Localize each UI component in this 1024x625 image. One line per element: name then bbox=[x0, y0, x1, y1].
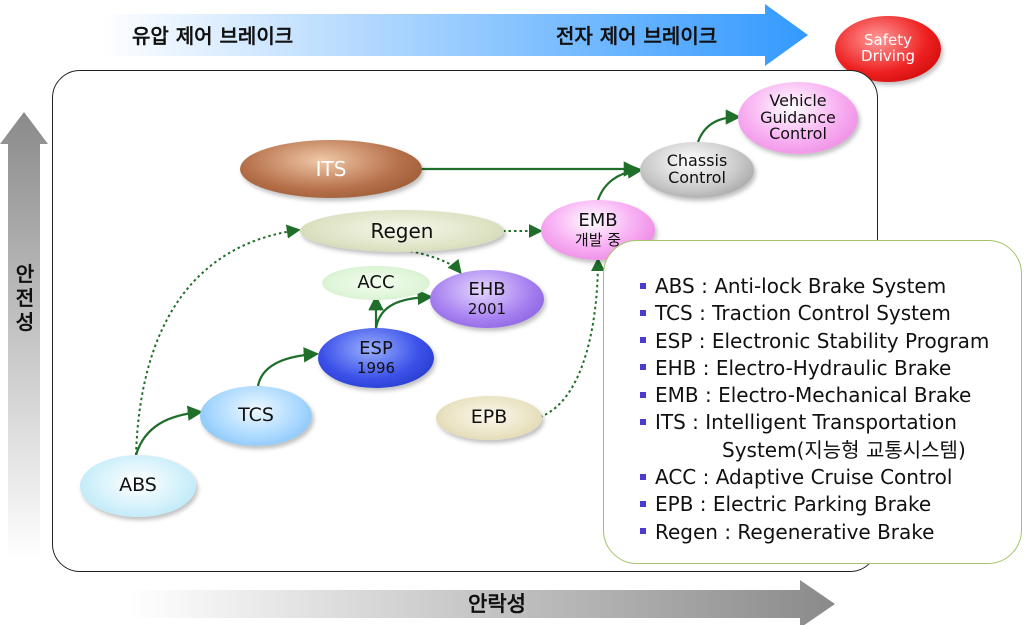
legend-item: TCS : Traction Control System bbox=[640, 300, 989, 327]
esp-node: ESP 1996 bbox=[318, 328, 434, 388]
chassis-to-vehicle-arrow bbox=[696, 109, 742, 143]
abs-to-tcs-arrow bbox=[134, 405, 204, 456]
top-arrow bbox=[100, 4, 808, 66]
legend-item: ITS : Intelligent Transportation bbox=[640, 409, 989, 436]
abs-to-regen-dotted-arrow bbox=[135, 224, 301, 456]
abs-node: ABS bbox=[80, 455, 196, 517]
safety-driving-node: Safety Driving bbox=[835, 16, 941, 82]
tcs-to-esp-arrow bbox=[256, 347, 320, 387]
comfort-axis-label: 안락성 bbox=[468, 592, 526, 616]
regen-to-ehb-dotted-arrow bbox=[404, 249, 462, 275]
esp-to-ehb-arrow bbox=[374, 289, 434, 329]
abbreviation-legend: ABS : Anti-lock Brake System TCS : Tract… bbox=[603, 240, 1022, 564]
tcs-node: TCS bbox=[200, 386, 312, 446]
acc-node: ACC bbox=[322, 266, 430, 300]
left-arrow bbox=[0, 112, 48, 560]
legend-item: EHB : Electro-Hydraulic Brake bbox=[640, 355, 989, 382]
epb-to-emb-dotted-arrow bbox=[539, 257, 605, 418]
legend-item: ESP : Electronic Stability Program bbox=[640, 328, 989, 355]
legend-item: Regen : Regenerative Brake bbox=[640, 519, 989, 546]
its-node: ITS bbox=[240, 140, 422, 198]
epb-node: EPB bbox=[436, 396, 542, 440]
vehicle-guidance-node: Vehicle Guidance Control bbox=[738, 82, 858, 154]
legend-item-continuation: System(지능형 교통시스템) bbox=[722, 437, 966, 462]
legend-item: EMB : Electro-Mechanical Brake bbox=[640, 382, 989, 409]
legend-item: ABS : Anti-lock Brake System bbox=[640, 273, 989, 300]
bottom-arrow bbox=[130, 580, 835, 625]
ehb-node: EHB 2001 bbox=[430, 270, 544, 328]
emb-to-chassis-arrow bbox=[596, 163, 644, 201]
electronic-brake-label: 전자 제어 브레이크 bbox=[556, 24, 718, 48]
chassis-control-node: Chassis Control bbox=[640, 142, 754, 198]
regen-node: Regen bbox=[300, 210, 504, 252]
legend-item: ACC : Adaptive Cruise Control bbox=[640, 464, 989, 491]
legend-item: EPB : Electric Parking Brake bbox=[640, 491, 989, 518]
hydraulic-brake-label: 유압 제어 브레이크 bbox=[132, 24, 294, 48]
safety-axis-label: 안 전 성 bbox=[15, 262, 35, 334]
